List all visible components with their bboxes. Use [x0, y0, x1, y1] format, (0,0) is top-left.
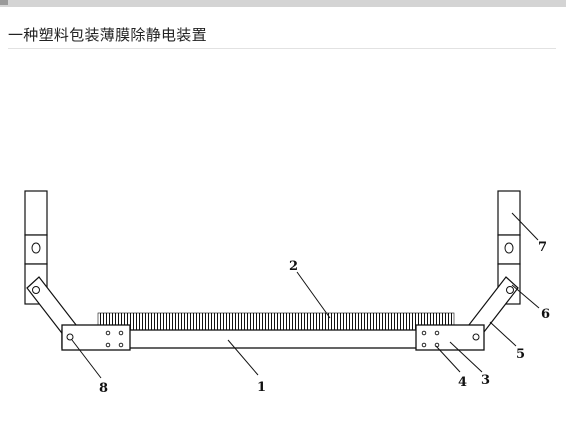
- callout-5: 5: [516, 347, 525, 362]
- leader-6: [511, 284, 540, 309]
- leader-4: [435, 345, 461, 373]
- leader-lines: [71, 212, 540, 379]
- leader-1: [227, 339, 259, 376]
- leader-7: [511, 212, 539, 241]
- callout-8: 8: [99, 381, 108, 396]
- right-end-bracket: [415, 324, 485, 351]
- page-title: 一种塑料包装薄膜除静电装置: [8, 26, 207, 44]
- callout-2: 2: [289, 259, 298, 274]
- top-bar: [0, 0, 566, 7]
- title-divider: [8, 48, 556, 49]
- leader-3: [449, 341, 483, 373]
- callout-6: 6: [541, 307, 550, 322]
- callout-3: 3: [481, 373, 490, 388]
- leader-8: [71, 339, 102, 379]
- callout-7: 7: [538, 240, 547, 255]
- callout-1: 1: [257, 380, 266, 395]
- top-bar-marker: [0, 0, 8, 5]
- left-end-bracket: [61, 324, 131, 351]
- leader-5: [489, 321, 517, 347]
- callout-4: 4: [458, 375, 467, 390]
- leader-2: [296, 271, 331, 319]
- antistatic-brush: [97, 312, 455, 331]
